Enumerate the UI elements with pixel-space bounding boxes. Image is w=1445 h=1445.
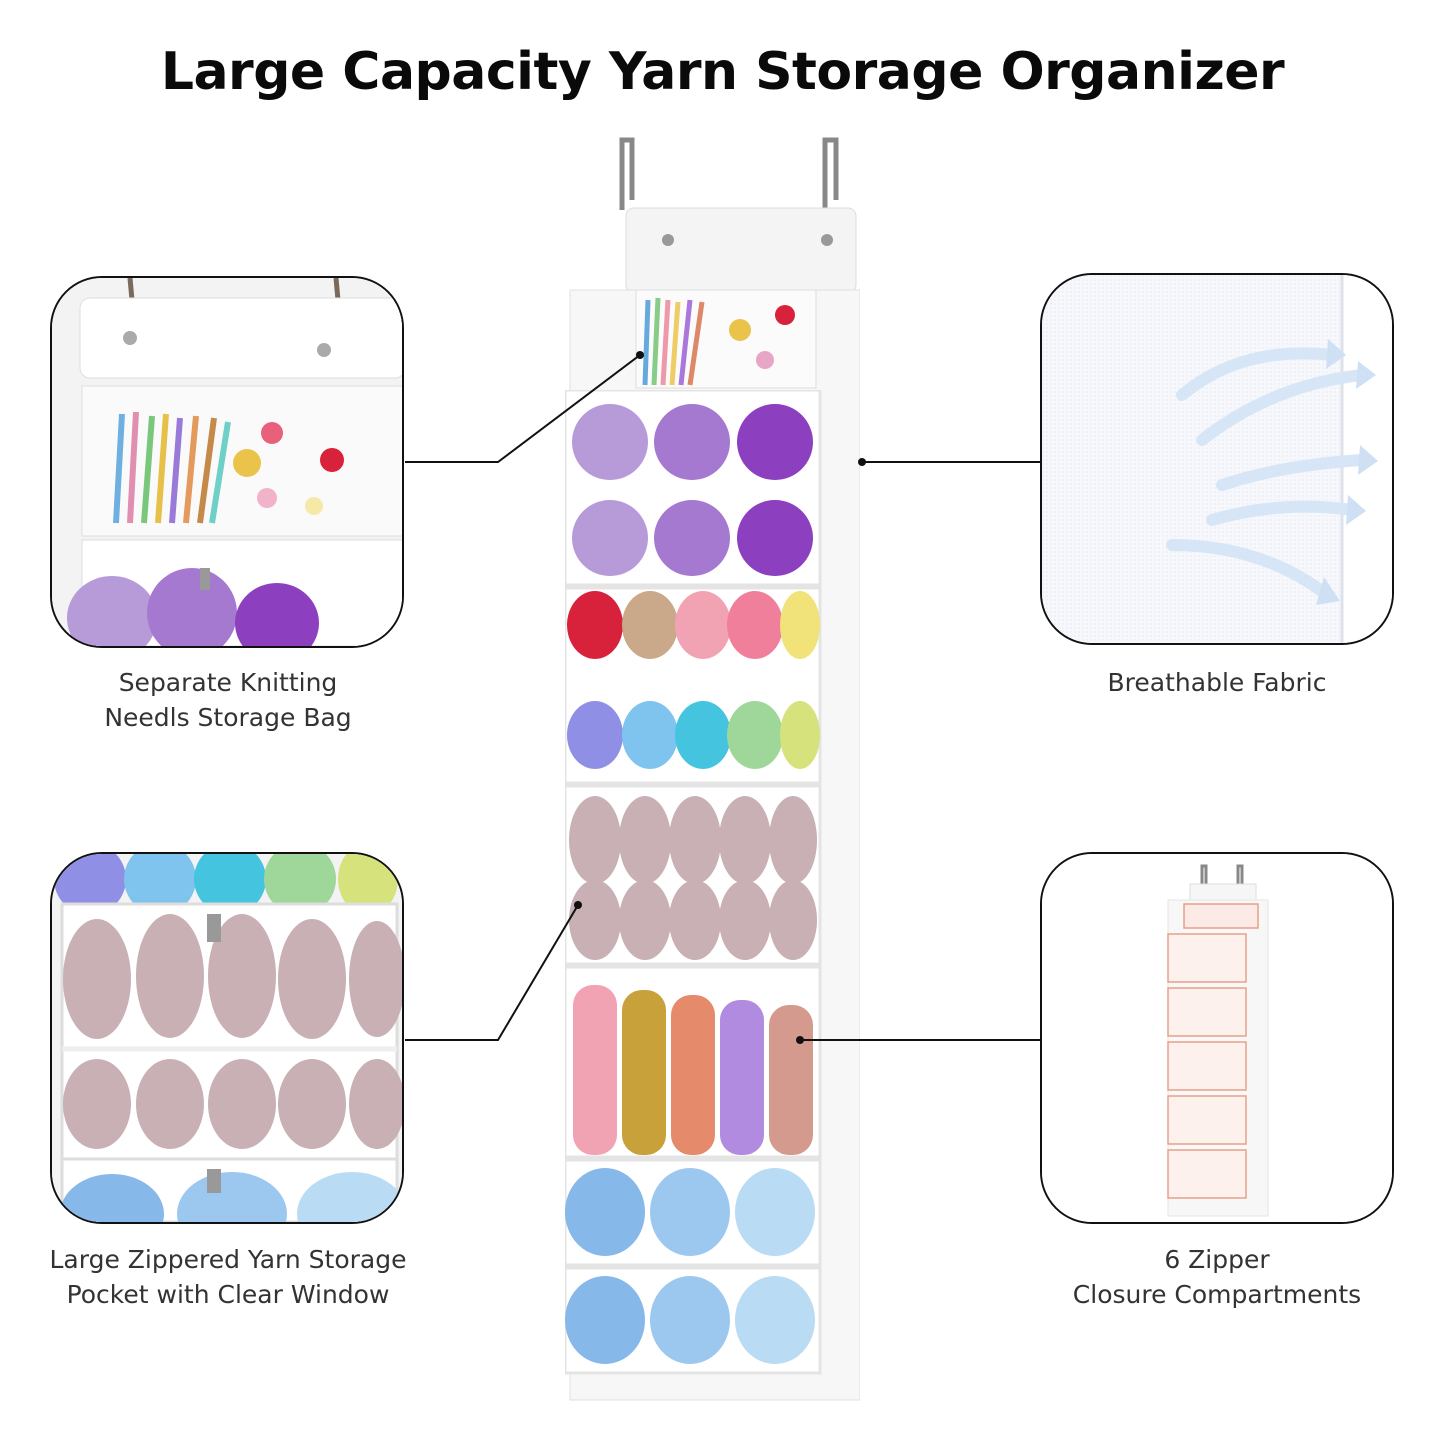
compartments-caption-line2: Closure Compartments [1072,1280,1362,1309]
compartments-caption: 6 Zipper Closure Compartments [1017,1242,1417,1312]
yarn-pockets [565,390,822,1375]
needles-bag-callout [50,276,404,648]
breathable-fabric-caption: Breathable Fabric [1017,665,1417,700]
breathable-fabric-caption-line1: Breathable Fabric [1107,668,1327,697]
needles-bag-caption-line2: Needls Storage Bag [104,703,352,732]
page-title: Large Capacity Yarn Storage Organizer [160,42,1285,102]
yarn-pocket-callout [50,852,404,1224]
compartments-callout [1040,852,1394,1224]
yarn-pocket-caption: Large Zippered Yarn Storage Pocket with … [28,1242,428,1312]
yarn-pocket-caption-line2: Pocket with Clear Window [66,1280,390,1309]
needles-bag-image [52,278,402,646]
breathable-fabric-callout [1040,273,1394,645]
compartments-diagram [1042,854,1392,1222]
compartments-caption-line1: 6 Zipper [1164,1245,1270,1274]
needles-bag-caption: Separate Knitting Needls Storage Bag [28,665,428,735]
yarn-pocket-image [52,854,402,1222]
yarn-pocket-caption-line1: Large Zippered Yarn Storage [49,1245,407,1274]
fabric-texture-image [1042,275,1392,643]
needles-bag-caption-line1: Separate Knitting [118,668,338,697]
